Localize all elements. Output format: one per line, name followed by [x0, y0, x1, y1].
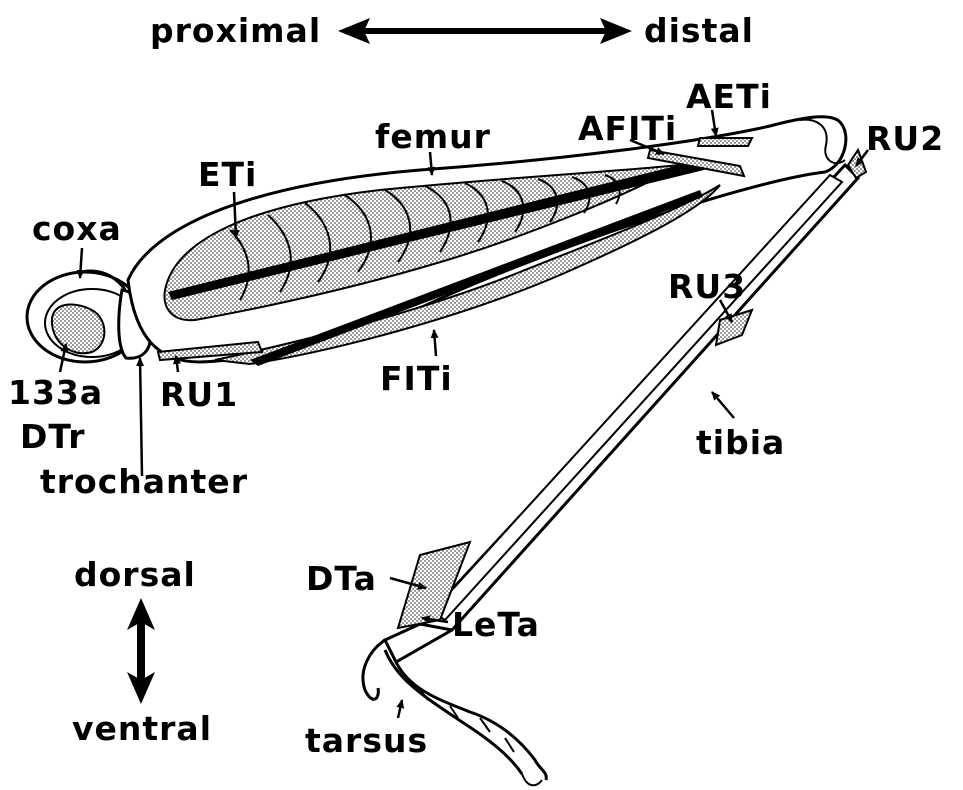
tarsus-label: tarsus: [305, 724, 428, 757]
tarsus-segment: [363, 640, 546, 785]
distal-label: distal: [644, 14, 754, 47]
ru2-label: RU2: [866, 122, 944, 155]
afiti-label: AFITi: [578, 112, 677, 145]
ru1-label: RU1: [160, 378, 238, 411]
ventral-label: ventral: [72, 712, 212, 745]
leta-label: LeTa: [452, 608, 540, 641]
fiti-label: FITi: [380, 362, 453, 395]
ru3-label: RU3: [668, 270, 746, 303]
proximal-label: proximal: [150, 14, 321, 47]
dtr-number-label: 133a: [8, 376, 103, 409]
coxa-label: coxa: [32, 212, 122, 245]
trochanter-label: trochanter: [40, 465, 248, 498]
dorsal-ventral-arrow: [127, 598, 155, 704]
tibia-label: tibia: [696, 426, 785, 459]
dorsal-label: dorsal: [74, 558, 196, 591]
dta-label: DTa: [306, 562, 377, 595]
dtr-label: DTr: [20, 420, 86, 453]
aeti-label: AETi: [686, 80, 772, 113]
femur-label: femur: [375, 120, 491, 153]
proximal-distal-arrow: [338, 18, 632, 44]
eti-label: ETi: [198, 158, 257, 191]
